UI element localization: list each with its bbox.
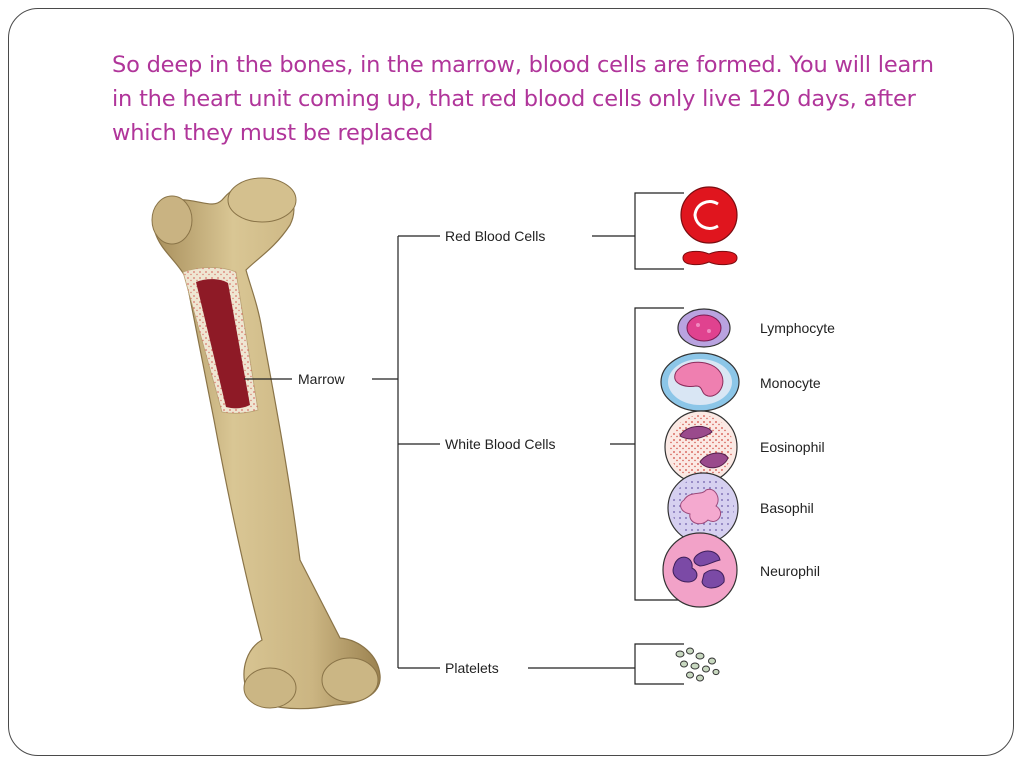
connector-lines <box>244 192 684 685</box>
femur-bone <box>151 177 381 710</box>
slide-frame <box>8 8 1014 756</box>
lateral-condyle <box>243 667 297 709</box>
neurophil-label: Neurophil <box>760 563 820 579</box>
red-blood-cells-label: Red Blood Cells <box>445 228 545 244</box>
monocyte-label: Monocyte <box>760 375 821 391</box>
lymphocyte-icon <box>677 308 731 348</box>
basophil-label: Basophil <box>760 500 814 516</box>
marrow-cavity <box>196 279 250 409</box>
bone-shaft <box>153 178 381 710</box>
greater-trochanter <box>151 195 193 245</box>
platelets-icon <box>675 647 720 682</box>
monocyte-icon <box>660 352 740 412</box>
red-blood-cell-face <box>680 186 738 244</box>
marrow-label: Marrow <box>298 371 346 387</box>
slide-caption: So deep in the bones, in the marrow, blo… <box>112 52 934 146</box>
lymphocyte-label: Lymphocyte <box>760 320 835 336</box>
basophil-icon <box>667 472 739 544</box>
eosinophil-label: Eosinophil <box>760 439 825 455</box>
femur-head <box>227 177 297 223</box>
medial-condyle <box>321 657 379 703</box>
eosinophil-icon <box>664 410 738 484</box>
platelets-label: Platelets <box>445 660 499 676</box>
red-blood-cell-side <box>682 250 738 266</box>
white-blood-cells-label: White Blood Cells <box>445 436 556 452</box>
neutrophil-icon <box>662 532 738 608</box>
